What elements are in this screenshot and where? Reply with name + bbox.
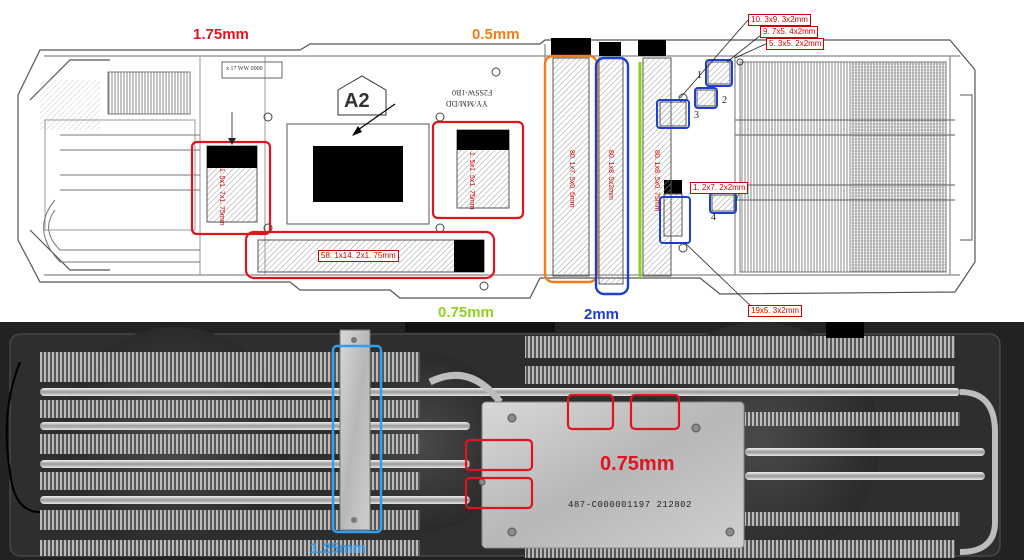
pad-bottom-outline: [244, 230, 496, 280]
pad-small-hatch: [663, 193, 683, 237]
fan-cable: [5, 361, 41, 513]
chip-pointer-head: [352, 126, 362, 136]
pad-right-black: [457, 130, 509, 150]
black-tab-3: [638, 40, 666, 56]
pad-bottom-size: 58. 1x14. 2x1. 75mm: [318, 250, 399, 262]
callout-5: 19x5. 3x2mm: [748, 305, 803, 317]
pad-3-outline: [656, 99, 690, 129]
black-tab-1: [551, 38, 591, 56]
left-fin-block: [107, 71, 191, 115]
thickness-label-blue: 2mm: [584, 306, 620, 323]
pad-small-outline: [659, 196, 691, 244]
gpu-frame: [286, 123, 430, 225]
heatpipes-right: [735, 94, 973, 241]
top-bracket: [405, 322, 555, 332]
pad-green-size: 80. 1x8. 5x0. 75mm: [653, 150, 660, 212]
pcb-marking: 487-C000001197 212802: [568, 500, 692, 510]
chip-pointer: [354, 103, 396, 133]
plate-pad-2-outline: [629, 393, 681, 431]
photo-panel: 0.75mm 1.25mm 487-C000001197 212802: [0, 322, 1024, 560]
gpu-die: [313, 146, 403, 202]
card-outline: [17, 39, 976, 299]
pad-1-outline: [705, 59, 733, 87]
black-sticker: [826, 322, 864, 338]
pad-1-hatch: [707, 61, 731, 85]
black-tab-2: [599, 42, 621, 56]
callout-2: 9. 7x5. 4x2mm: [760, 26, 819, 38]
pad-3-hatch: [659, 101, 687, 127]
pad-bottom-black: [454, 240, 484, 272]
thickness-label-plate: 0.75mm: [600, 453, 675, 475]
cad-drawing-panel: 1.75mm 0.5mm 0.75mm 2mm A2 x 17 WW 0000 …: [17, 14, 976, 323]
pad-blue-outline: [594, 56, 630, 296]
chip-marker: [337, 75, 387, 116]
thickness-label-left: 1.75mm: [193, 26, 249, 43]
bar-outline: [331, 344, 383, 534]
chip-label: A2: [344, 90, 370, 112]
thickness-label-bar: 1.25mm: [310, 540, 366, 557]
pad-green-hatch: [642, 57, 672, 277]
pad-2-hatch: [696, 89, 716, 107]
thickness-label-green: 0.75mm: [438, 304, 494, 321]
thickness-label-orange: 0.5mm: [472, 26, 520, 43]
pad-right-size: 1. 5x1. 5x1. 75mm: [468, 152, 475, 210]
sticker-text: x 17 WW 0000: [226, 66, 263, 72]
cad-drawing: [17, 19, 976, 311]
plate-pad-3-outline: [464, 438, 534, 472]
left-hatch: [40, 80, 100, 130]
heatsink-photo: [0, 322, 1024, 560]
sticker: [221, 61, 283, 79]
callout-4: 1. 2x7. 2x2mm: [690, 182, 749, 194]
heatpipes-left: [43, 134, 200, 263]
plate-pad-1-outline: [566, 393, 615, 431]
callout-1: 10. 3x9. 3x2mm: [748, 14, 811, 26]
number-2: 2: [722, 95, 727, 106]
pad-left-black: [207, 146, 257, 168]
number-3: 3: [694, 110, 699, 121]
pad-blue-hatch: [598, 57, 624, 285]
silk-date: YY/MM/DD: [446, 99, 488, 108]
pad-4-hatch: [711, 194, 735, 212]
pad-2-outline: [694, 87, 718, 109]
pad-orange-size: 80. 1x7. 5x0. 5mm: [568, 150, 575, 208]
pad-orange-hatch: [552, 57, 590, 277]
number-4: 4: [711, 212, 716, 223]
callout-3: 5. 3x5. 2x2mm: [766, 38, 825, 50]
support-bar: [339, 329, 371, 531]
right-fin-overlay: [850, 62, 946, 272]
silk-model: F2SSW-1B0: [452, 88, 493, 97]
pad-left-size: 1. 5x1. 7x1. 75mm: [218, 168, 225, 226]
number-1: 1: [697, 70, 702, 81]
pad-right-outline: [431, 120, 525, 220]
pad-blue-size: 80. 1x8. 5x2mm: [607, 150, 614, 200]
plate-pad-4-outline: [464, 476, 534, 510]
